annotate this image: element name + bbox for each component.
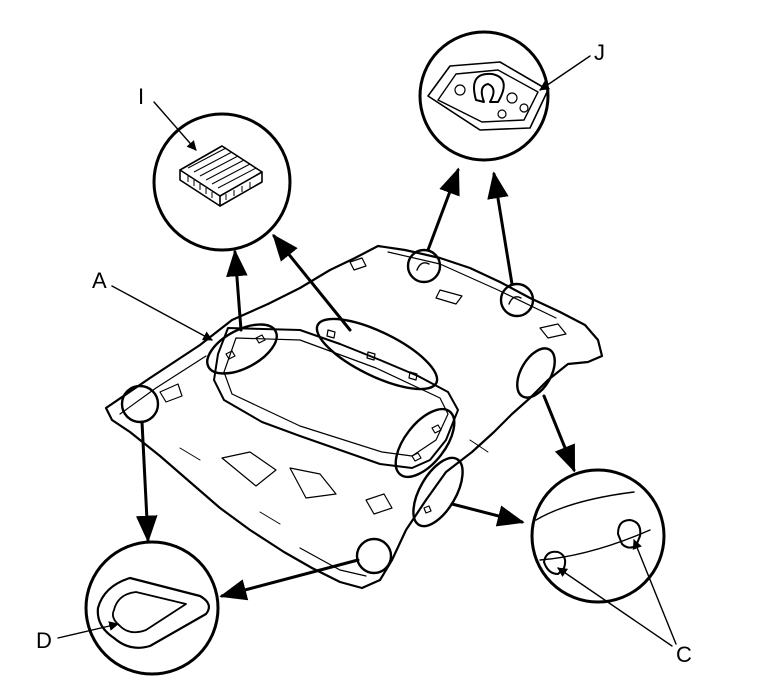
callout-leaders xyxy=(57,55,677,647)
callout-label-j: J xyxy=(594,40,605,65)
callout-label-c: C xyxy=(676,642,692,667)
detail-clip-j xyxy=(418,30,550,162)
callout-label-d: D xyxy=(36,628,52,653)
detail-clip-c xyxy=(530,468,666,604)
callout-label-a: A xyxy=(92,268,107,293)
detail-clip-d xyxy=(84,540,220,676)
connection-arrows xyxy=(135,167,576,601)
highlight-ellipses xyxy=(120,248,556,575)
detail-clip-i xyxy=(152,112,292,252)
callout-label-i: I xyxy=(138,84,145,109)
headliner-panel xyxy=(104,244,604,590)
